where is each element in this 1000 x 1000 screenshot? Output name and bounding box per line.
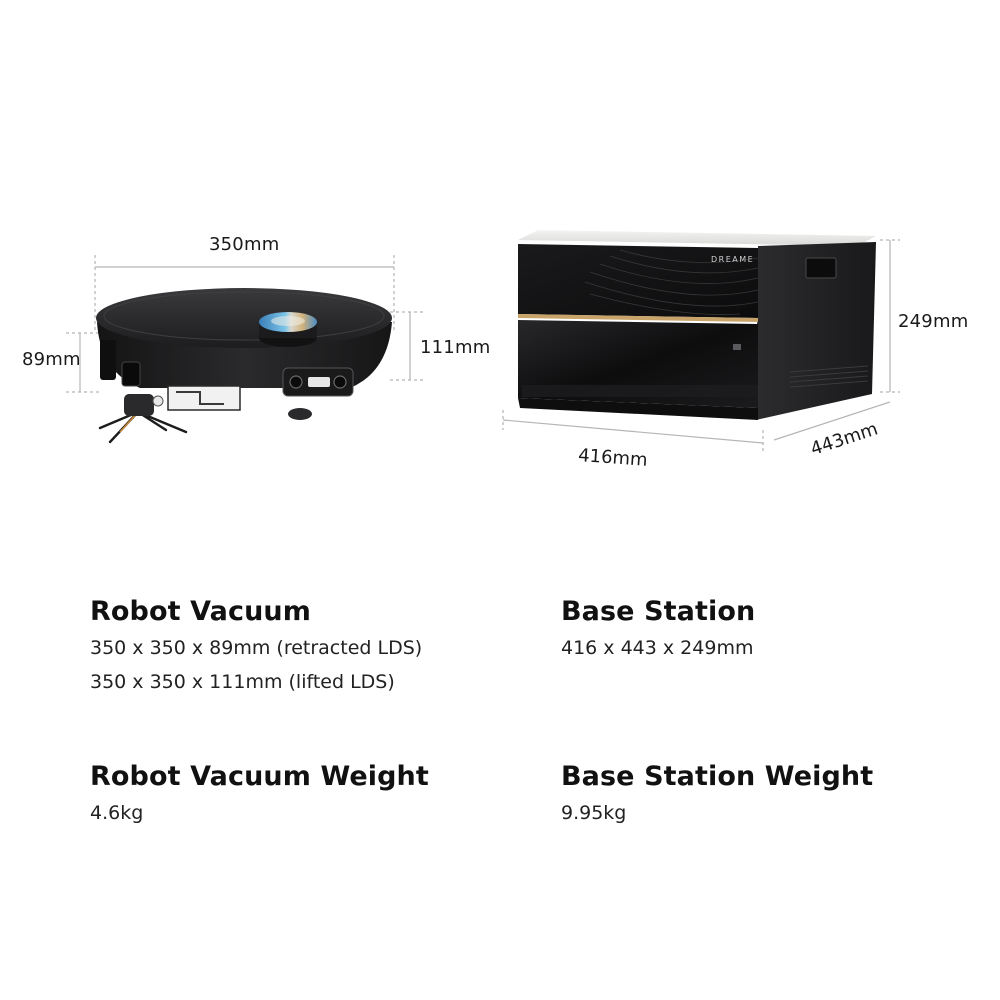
robot-width-label: 350mm xyxy=(209,234,280,255)
spec-robot-vacuum-weight: Robot Vacuum Weight 4.6kg xyxy=(90,761,429,836)
spec-robot-vacuum: Robot Vacuum 350 x 350 x 89mm (retracted… xyxy=(90,596,422,705)
spec-base-station-weight-value: 9.95kg xyxy=(561,802,627,824)
spec-robot-vacuum-line: 350 x 350 x 89mm (retracted LDS) xyxy=(90,637,423,659)
spec-base-station-weight: Base Station Weight 9.95kg xyxy=(561,761,873,836)
spec-robot-vacuum-weight-title: Robot Vacuum Weight xyxy=(90,761,429,792)
spec-base-station-line: 416 x 443 x 249mm xyxy=(561,637,754,659)
spec-base-station: Base Station 416 x 443 x 249mm xyxy=(561,596,755,671)
spec-base-station-title: Base Station xyxy=(561,596,756,627)
station-dimension-lines xyxy=(502,239,900,452)
product-dimension-figure: DREAME 350mm 89mm 111mm 249mm 416mm 443m… xyxy=(22,230,969,471)
spec-robot-vacuum-weight-value: 4.6kg xyxy=(90,802,144,824)
spec-robot-vacuum-line: 350 x 350 x 111mm (lifted LDS) xyxy=(90,671,395,693)
robot-height-lifted-label: 111mm xyxy=(420,337,491,358)
station-height-label: 249mm xyxy=(898,311,969,332)
station-brand-label: DREAME xyxy=(711,255,755,264)
spec-robot-vacuum-title: Robot Vacuum xyxy=(90,596,311,627)
base-station-illustration xyxy=(518,230,876,420)
robot-dimension-lines xyxy=(66,255,425,393)
robot-height-retracted-label: 89mm xyxy=(22,349,81,370)
robot-vacuum-illustration xyxy=(96,288,392,444)
dimension-illustration xyxy=(66,230,900,452)
spec-base-station-weight-title: Base Station Weight xyxy=(561,761,874,792)
